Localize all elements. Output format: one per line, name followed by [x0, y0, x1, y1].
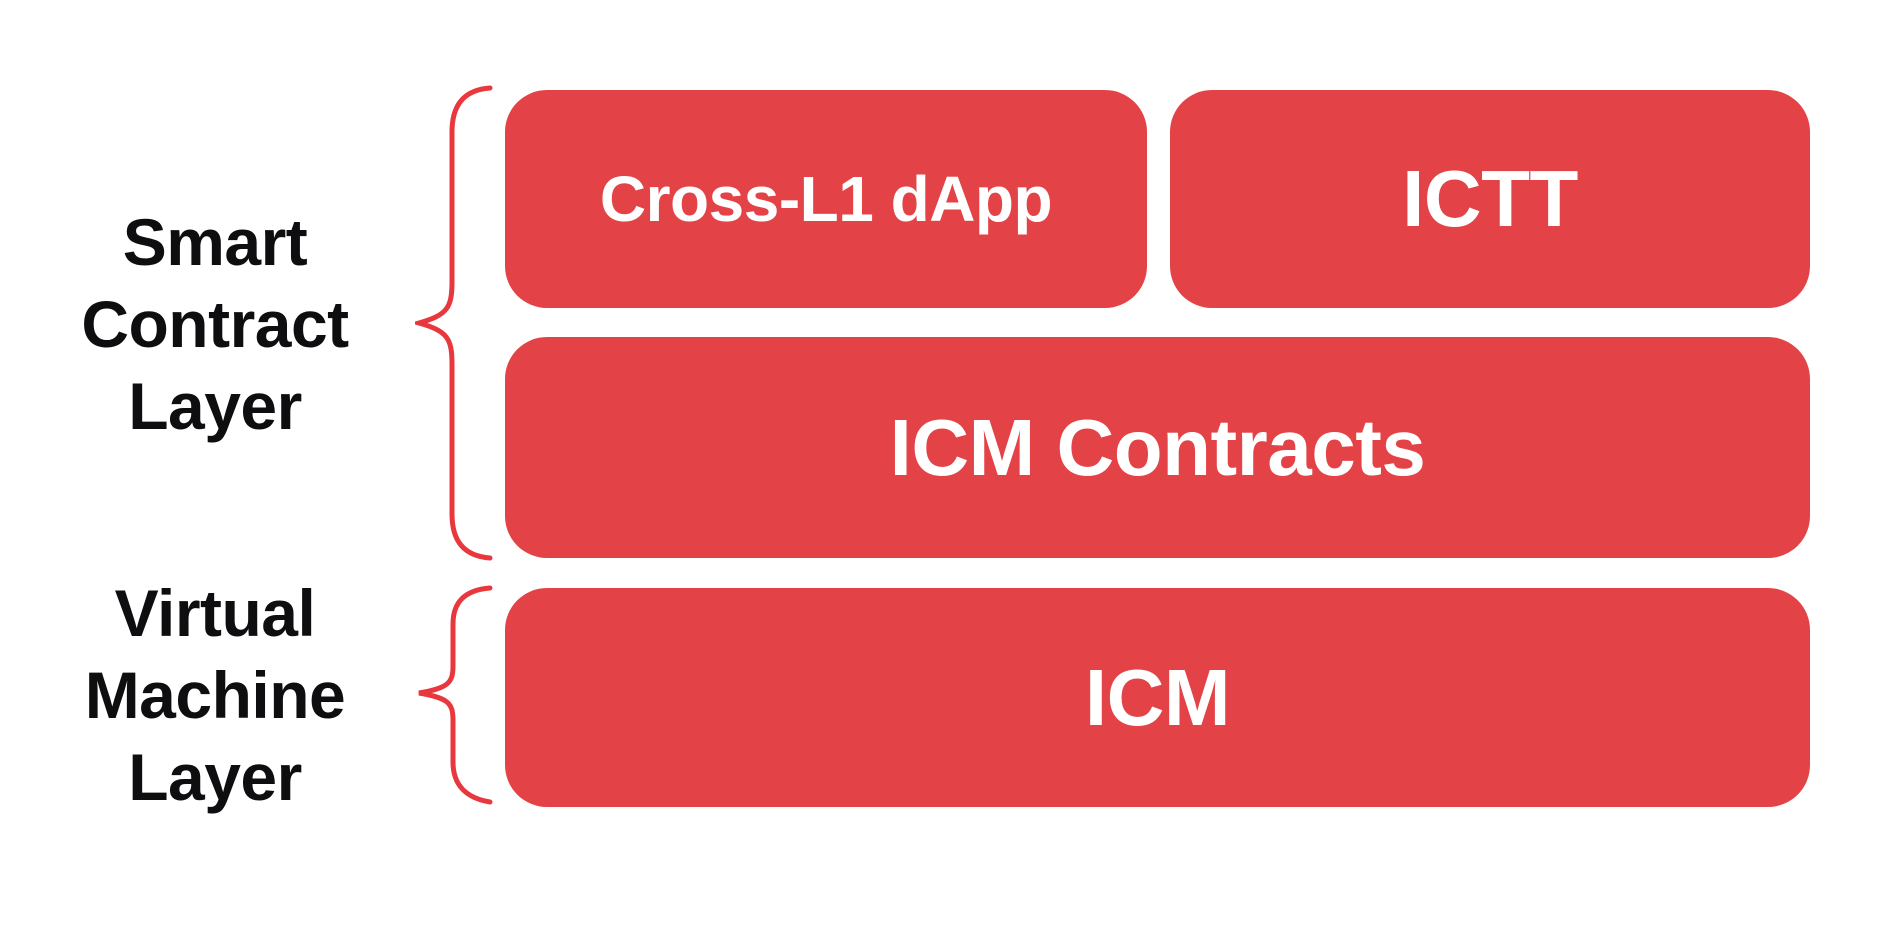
- label-line: Contract: [81, 287, 349, 361]
- label-line: Layer: [128, 740, 302, 814]
- icm-box: ICM: [505, 588, 1810, 807]
- smart-contract-layer-label: Smart Contract Layer: [25, 201, 405, 447]
- icm-contracts-box: ICM Contracts: [505, 337, 1810, 558]
- ictt-box: ICTT: [1170, 90, 1810, 308]
- icm-box-label: ICM: [1084, 652, 1231, 742]
- label-line: Smart: [122, 205, 308, 279]
- label-line: Machine: [84, 658, 346, 732]
- label-line: Virtual: [114, 576, 316, 650]
- smart-contract-layer-brace-icon: [415, 85, 493, 561]
- cross-l1-dapp-box: Cross-L1 dApp: [505, 90, 1147, 308]
- cross-l1-dapp-box-label: Cross-L1 dApp: [599, 163, 1053, 235]
- icm-contracts-box-label: ICM Contracts: [889, 402, 1426, 492]
- virtual-machine-layer-brace-icon: [418, 585, 493, 805]
- label-line: Layer: [128, 369, 302, 443]
- virtual-machine-layer-label: Virtual Machine Layer: [25, 572, 405, 818]
- ictt-box-label: ICTT: [1402, 154, 1578, 243]
